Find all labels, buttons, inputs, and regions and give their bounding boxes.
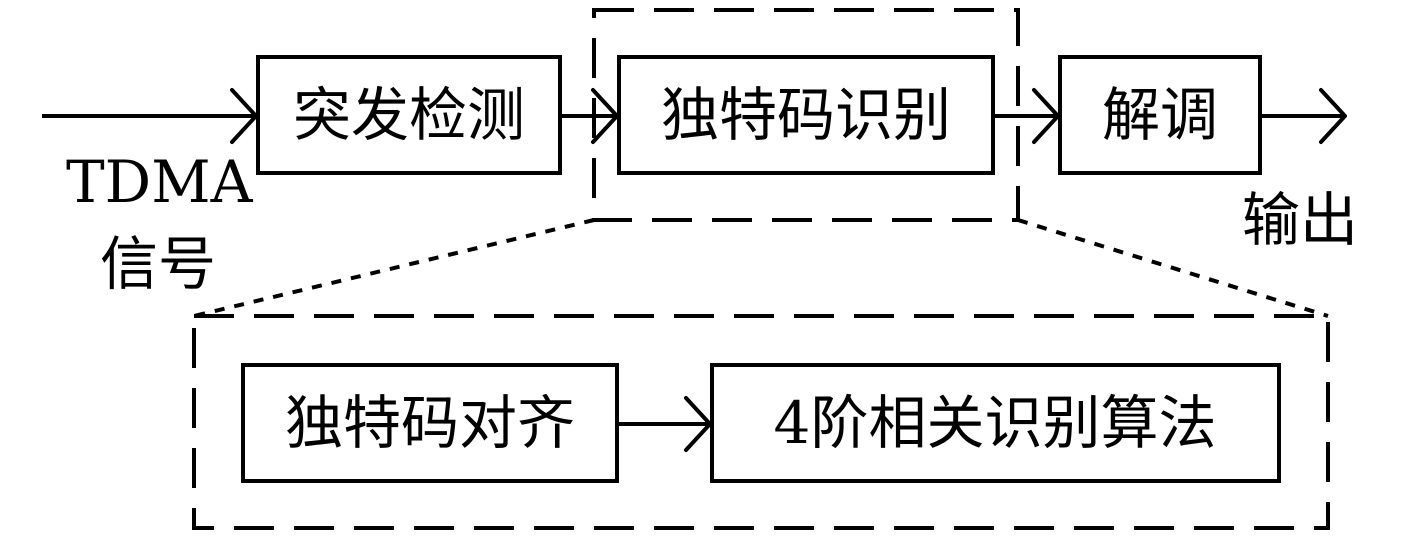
unique-word-recognition-block: 独特码识别 <box>617 55 995 175</box>
unique-word-alignment-label: 独特码对齐 <box>285 389 575 457</box>
fourth-order-correlation-label: 4阶相关识别算法 <box>774 389 1217 457</box>
fourth-order-correlation-block: 4阶相关识别算法 <box>710 363 1281 483</box>
burst-detection-label: 突发检测 <box>293 81 525 149</box>
arrow-to-demodulation <box>993 88 1060 144</box>
zoom-connector-right <box>1017 218 1329 318</box>
burst-detection-block: 突发检测 <box>256 55 562 175</box>
unique-word-alignment-block: 独特码对齐 <box>241 363 619 483</box>
unique-word-recognition-highlight <box>592 8 1020 222</box>
detail-expansion-frame <box>192 314 1330 530</box>
input-arrow <box>42 88 258 144</box>
demodulation-block: 解调 <box>1058 55 1262 175</box>
input-label-line1: TDMA <box>66 148 254 216</box>
zoom-connector-left <box>193 218 595 318</box>
unique-word-recognition-label: 独特码识别 <box>661 81 951 149</box>
output-arrow <box>1260 88 1347 144</box>
arrow-to-unique-word-recognition <box>560 88 619 144</box>
arrow-to-correlation-algorithm <box>617 396 712 452</box>
input-label-line2: 信号 <box>100 230 216 298</box>
demodulation-label: 解调 <box>1102 81 1218 149</box>
output-label: 输出 <box>1242 186 1358 254</box>
